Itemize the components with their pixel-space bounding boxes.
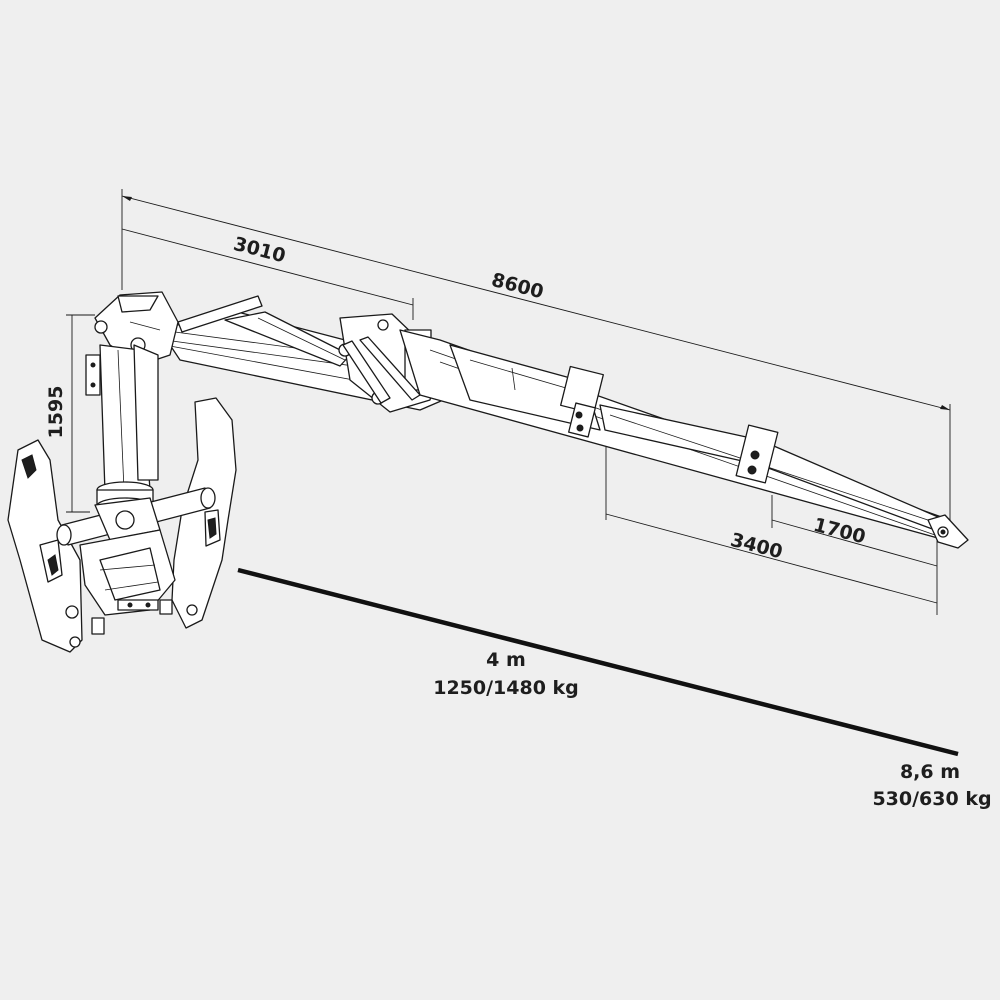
dimension-3400-label: 3400 [728,529,785,564]
dimension-1595: 1595 [45,314,95,513]
dimension-1700-label: 1700 [811,514,868,549]
crane-base [7,397,237,653]
reach-line [237,567,959,757]
reach-long-weight: 530/630 kg [872,788,991,810]
crane-column [85,291,179,515]
reach-short-distance: 4 m [486,649,526,671]
reach-short-weight: 1250/1480 kg [433,677,579,699]
dimension-3010-label: 3010 [231,233,288,268]
reach-long-distance: 8,6 m [900,761,960,783]
boom-assembly [159,295,969,549]
dimension-1595-label: 1595 [45,386,67,439]
